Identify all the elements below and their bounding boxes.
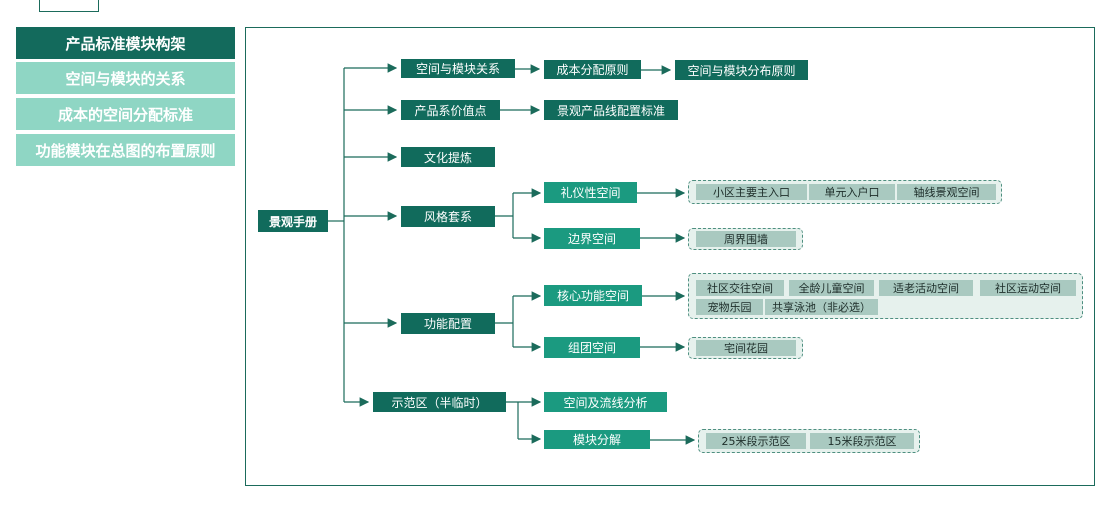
group-cluster: 宅间花园 (688, 337, 803, 359)
node-space-flow-analysis: 空间及流线分析 (544, 392, 667, 412)
group-boundary: 周界围墙 (688, 228, 803, 250)
corner-bracket (39, 0, 99, 12)
node-demo-area: 示范区（半临时） (373, 392, 506, 412)
chip: 15米段示范区 (810, 433, 914, 449)
node-culture-refine: 文化提炼 (401, 147, 495, 167)
node-core-function-space: 核心功能空间 (544, 285, 642, 306)
chip: 社区交往空间 (696, 280, 784, 296)
group-module: 25米段示范区 15米段示范区 (698, 429, 920, 453)
chip: 社区运动空间 (980, 280, 1076, 296)
tab-product-module-framework[interactable]: 产品标准模块构架 (16, 27, 235, 59)
diagram-frame (245, 27, 1095, 486)
chip: 全龄儿童空间 (789, 280, 874, 296)
node-space-module-relation: 空间与模块关系 (401, 59, 515, 78)
node-function-config: 功能配置 (401, 313, 495, 334)
node-boundary-space: 边界空间 (544, 228, 640, 249)
node-landscape-product-line: 景观产品线配置标准 (544, 100, 678, 120)
node-space-module-distribution: 空间与模块分布原则 (675, 60, 808, 80)
node-style-system: 风格套系 (401, 206, 495, 227)
node-ceremonial-space: 礼仪性空间 (544, 182, 637, 203)
chip: 周界围墙 (696, 231, 796, 247)
node-product-value-point: 产品系价值点 (401, 100, 500, 120)
tab-cost-space-allocation[interactable]: 成本的空间分配标准 (16, 98, 235, 130)
root-node-landscape-manual: 景观手册 (258, 210, 328, 232)
node-cost-allocation: 成本分配原则 (544, 60, 641, 79)
chip: 适老活动空间 (879, 280, 973, 296)
node-cluster-space: 组团空间 (544, 337, 640, 358)
chip: 轴线景观空间 (897, 184, 996, 200)
chip: 单元入户口 (809, 184, 895, 200)
chip: 共享泳池（非必选） (765, 299, 878, 315)
tab-function-module-layout[interactable]: 功能模块在总图的布置原则 (16, 134, 235, 166)
chip: 宠物乐园 (696, 299, 763, 315)
tab-space-module-relation[interactable]: 空间与模块的关系 (16, 62, 235, 94)
chip: 25米段示范区 (706, 433, 806, 449)
chip: 小区主要主入口 (696, 184, 807, 200)
group-core-function: 社区交往空间 全龄儿童空间 适老活动空间 社区运动空间 宠物乐园 共享泳池（非必… (688, 273, 1083, 319)
chip: 宅间花园 (696, 340, 796, 356)
node-module-breakdown: 模块分解 (544, 430, 650, 449)
group-ceremonial: 小区主要主入口 单元入户口 轴线景观空间 (688, 180, 1002, 204)
